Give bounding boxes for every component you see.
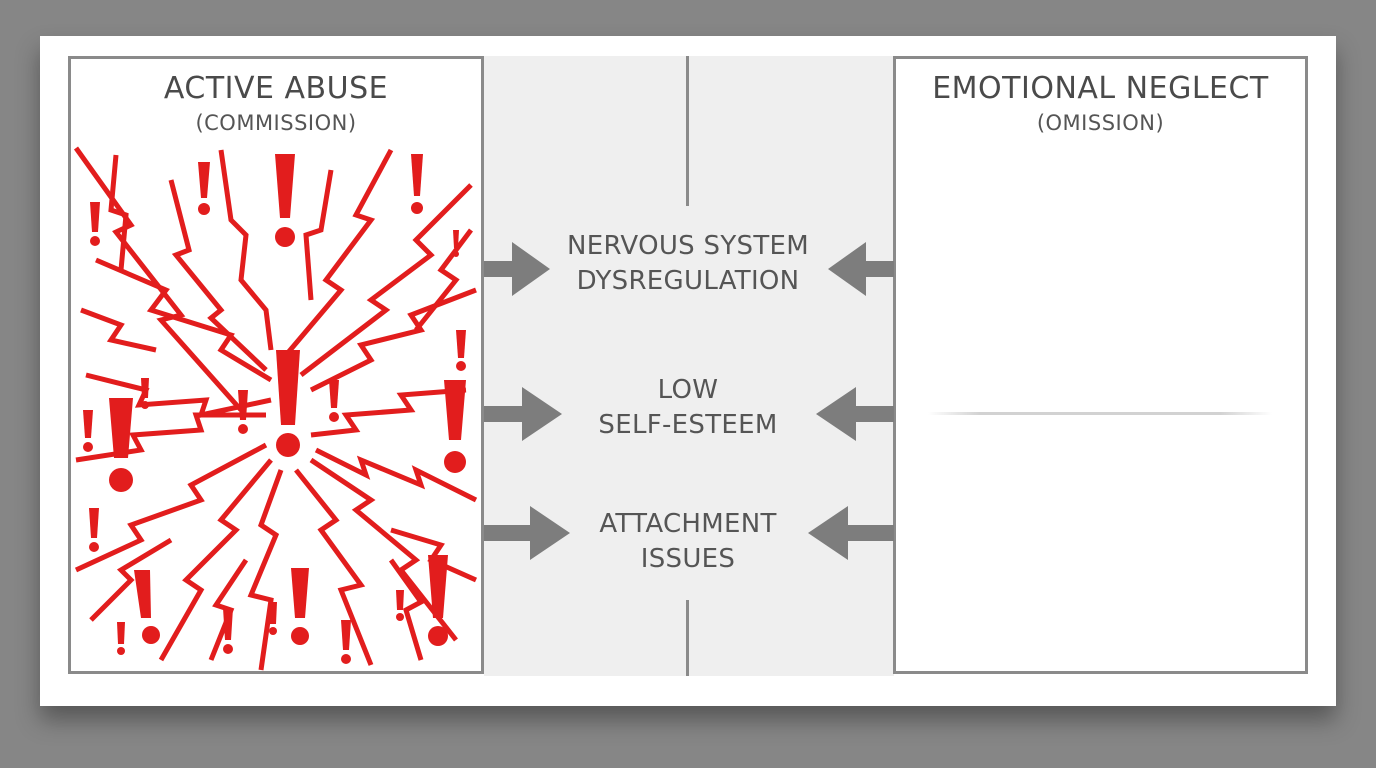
shared-effects-band xyxy=(484,56,894,676)
arrow-right-icon xyxy=(484,242,550,296)
arrow-left-icon xyxy=(816,387,894,441)
effect-line: NERVOUS SYSTEM xyxy=(567,231,809,261)
effect-self-esteem: LOW SELF-ESTEEM xyxy=(520,373,856,443)
chaos-burst-illustration xyxy=(73,146,478,671)
arrow-left-icon xyxy=(828,242,894,296)
active-abuse-subtitle: (COMMISSION) xyxy=(195,111,357,135)
lightning-bolt-icon xyxy=(73,146,478,671)
effect-line: ISSUES xyxy=(640,544,736,574)
active-abuse-title: ACTIVE ABUSE xyxy=(163,71,389,106)
effect-line: DYSREGULATION xyxy=(576,266,800,296)
effect-nervous-system: NERVOUS SYSTEM DYSREGULATION xyxy=(520,229,856,299)
emotional-neglect-panel: EMOTIONAL NEGLECT (OMISSION) xyxy=(893,56,1308,674)
effect-line: SELF-ESTEEM xyxy=(598,410,778,440)
connector-line-bottom xyxy=(686,600,689,676)
arrow-right-icon xyxy=(484,506,570,560)
emotional-neglect-subtitle: (OMISSION) xyxy=(1036,111,1165,135)
effect-attachment: ATTACHMENT ISSUES xyxy=(520,507,856,577)
connector-line-top xyxy=(686,56,689,206)
effect-line: LOW xyxy=(657,375,719,405)
arrow-right-icon xyxy=(484,387,562,441)
faint-divider xyxy=(928,412,1272,415)
arrow-left-icon xyxy=(808,506,894,560)
effect-line: ATTACHMENT xyxy=(599,509,777,539)
emotional-neglect-title: EMOTIONAL NEGLECT xyxy=(932,71,1269,106)
exclamation-mark-icon xyxy=(83,154,466,664)
